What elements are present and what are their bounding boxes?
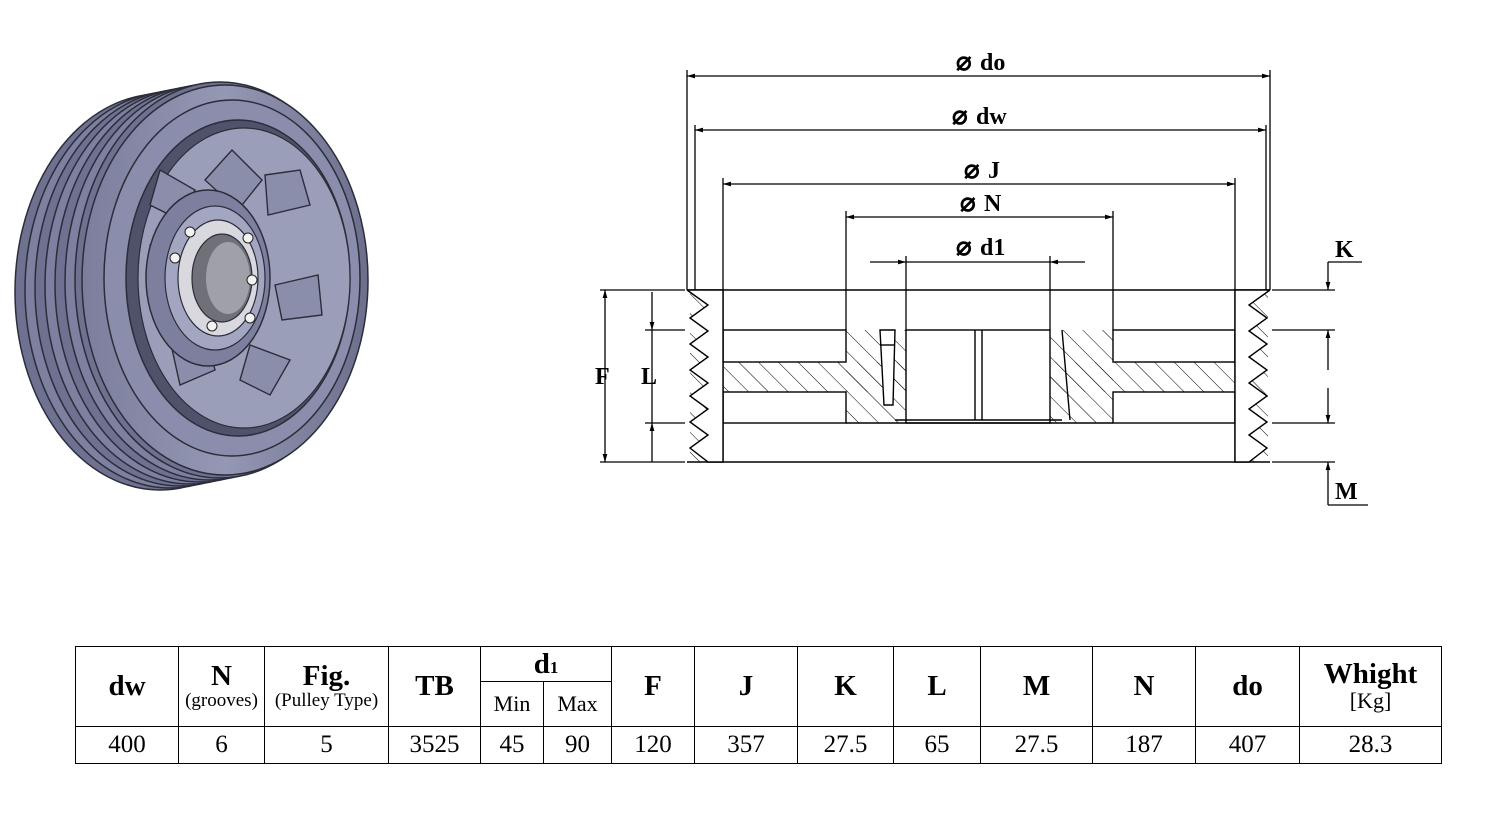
label-do: do: [980, 50, 1005, 76]
diameter-symbol: ⌀: [956, 47, 972, 76]
header-weight: Whight [Kg]: [1299, 646, 1443, 727]
label-dw: dw: [976, 104, 1007, 130]
diameter-symbol: ⌀: [956, 232, 972, 261]
label-d1: d1: [980, 235, 1005, 261]
header-fig: Fig. (Pulley Type): [264, 646, 389, 727]
header-TB: TB: [388, 646, 481, 727]
cell-N: 187: [1092, 726, 1197, 764]
spec-table: dw N (grooves) Fig. (Pulley Type) TB d1 …: [75, 646, 1443, 764]
table-subheader-row: Min Max: [76, 681, 1442, 727]
header-N: N: [1092, 646, 1197, 727]
header-L: L: [893, 646, 982, 727]
label-L: L: [641, 364, 657, 390]
diameter-symbol: ⌀: [952, 101, 968, 130]
table-row: 400 6 5 3525 45 90 120 357 27.5 65 27.5 …: [75, 726, 1443, 764]
label-F: F: [595, 364, 610, 390]
cell-min: 45: [480, 726, 544, 764]
pulley-3d-illustration: [14, 81, 369, 491]
header-F: F: [611, 646, 696, 727]
cell-do: 407: [1195, 726, 1301, 764]
dim-label-d1: ⌀ d1: [956, 232, 1005, 261]
cell-N-grooves: 6: [178, 726, 265, 764]
cell-dw: 400: [75, 726, 179, 764]
header-fig-label: Fig.: [302, 659, 351, 692]
section-body: [686, 289, 1271, 463]
header-do: do: [1195, 646, 1301, 727]
header-weight-sub: [Kg]: [1349, 687, 1392, 713]
cell-TB: 3525: [388, 726, 481, 764]
header-d1: d1: [479, 646, 613, 682]
header-N-sub: (grooves): [185, 689, 258, 711]
header-N-label: N: [211, 659, 232, 692]
header-M: M: [980, 646, 1094, 727]
label-J: J: [988, 158, 1000, 184]
cell-F: 120: [611, 726, 696, 764]
header-N-grooves: N (grooves): [178, 646, 265, 727]
header-K: K: [797, 646, 895, 727]
header-min: Min: [480, 681, 544, 727]
cell-M: 27.5: [980, 726, 1094, 764]
label-N: N: [984, 191, 1002, 217]
dim-label-N: ⌀ N: [960, 188, 1002, 217]
header-weight-label: Whight: [1323, 657, 1418, 690]
diameter-symbol: ⌀: [964, 155, 980, 184]
header-d1-sub: 1: [549, 657, 559, 677]
label-K: K: [1335, 237, 1354, 263]
cell-L: 65: [893, 726, 982, 764]
cell-max: 90: [542, 726, 613, 764]
cell-weight: 28.3: [1299, 726, 1443, 764]
pulley-hub: [145, 189, 271, 367]
table-header-row: dw N (grooves) Fig. (Pulley Type) TB d1 …: [75, 646, 1443, 727]
cell-J: 357: [694, 726, 799, 764]
header-d1-label: d: [533, 647, 550, 680]
dim-label-dw: ⌀ dw: [952, 101, 1007, 130]
header-max: Max: [542, 681, 613, 727]
diameter-symbol: ⌀: [960, 188, 976, 217]
header-J: J: [694, 646, 799, 727]
header-dw: dw: [75, 646, 179, 727]
dim-label-do: ⌀ do: [956, 47, 1005, 76]
dim-label-J: ⌀ J: [964, 155, 1000, 184]
cell-K: 27.5: [797, 726, 895, 764]
header-fig-sub: (Pulley Type): [274, 689, 379, 711]
cross-section-drawing: ⌀ do ⌀ dw ⌀ J ⌀ N ⌀ d1 K M F L: [595, 47, 1368, 506]
label-M: M: [1335, 479, 1358, 505]
cell-fig: 5: [264, 726, 389, 764]
